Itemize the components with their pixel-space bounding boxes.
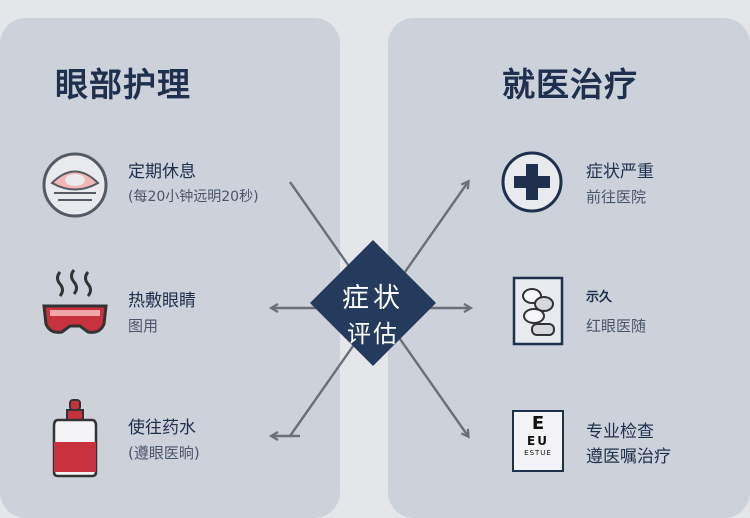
right-item-1-subtitle: 前往医院 — [586, 188, 647, 206]
eye-drops-icon — [52, 399, 98, 478]
left-item-1-subtitle: (每20小钟远明20秒) — [128, 189, 259, 205]
left-item-3-subtitle: (遵眼医晌) — [128, 444, 200, 462]
right-section-title: 就医治疗 — [502, 65, 638, 104]
right-item-2-small-label: 示久 — [586, 290, 613, 305]
left-item-3-title: 使往药水 — [128, 418, 196, 438]
center-label-line2: 评估 — [347, 320, 399, 348]
right-item-3-subtitle: 遵医嘱治疗 — [586, 447, 671, 467]
eye-mask-icon — [42, 269, 108, 334]
left-item-2-title: 热敷眼睛 — [128, 291, 196, 311]
center-label-line1: 症状 — [342, 283, 404, 314]
right-panel — [388, 18, 750, 518]
left-item-2-subtitle: 图用 — [128, 317, 159, 335]
eye-chart-row-2: EU — [527, 434, 549, 448]
left-section-title: 眼部护理 — [55, 65, 191, 104]
center-diamond — [310, 240, 436, 366]
pills-icon — [512, 276, 564, 346]
right-item-2-subtitle: 红眼医随 — [586, 317, 647, 335]
eye-rest-icon — [42, 152, 108, 218]
medical-cross-icon — [501, 151, 563, 213]
right-item-3-title: 专业检查 — [586, 422, 654, 442]
eye-chart-row-3: ESTUE — [524, 449, 552, 457]
right-item-1-title: 症状严重 — [586, 162, 654, 182]
left-item-1-title: 定期休息 — [128, 162, 196, 182]
eye-chart-icon: E EU ESTUE — [512, 410, 564, 472]
eye-chart-row-1: E — [531, 413, 545, 434]
